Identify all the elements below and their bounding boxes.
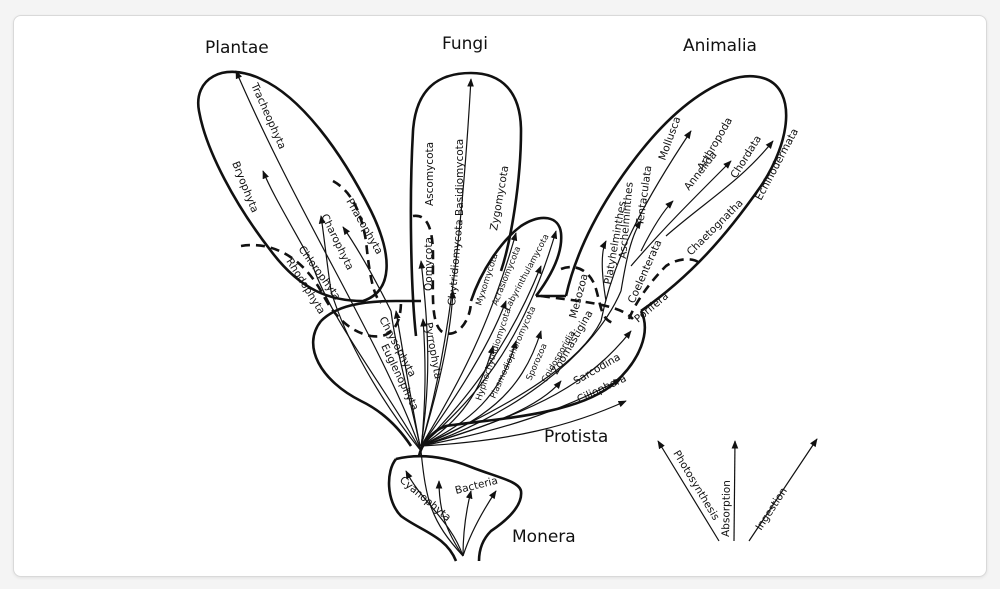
monera-label: Monera <box>512 527 576 547</box>
photosynthesis-label: Photosynthesis <box>670 448 721 522</box>
photosynthesis-arrow <box>657 440 720 542</box>
ascomycota-label: Ascomycota <box>424 142 436 206</box>
fungi-dashed-boundary <box>412 214 473 335</box>
protista-label: Protista <box>544 427 608 447</box>
animalia-label: Animalia <box>683 36 757 56</box>
fungi-label: Fungi <box>442 34 488 54</box>
protista-outline <box>311 294 646 457</box>
tentaculata-label: Tentaculata <box>634 165 654 228</box>
plantae-outline <box>196 70 388 303</box>
five-kingdom-diagram: Plantae Fungi Animalia Protista Monera T… <box>196 34 818 562</box>
bryophyta-label: Bryophyta <box>229 160 260 215</box>
diagram-card: Plantae Fungi Animalia Protista Monera T… <box>13 15 987 577</box>
fungi-sub-outline <box>469 216 563 302</box>
animalia-dashed-porifera <box>627 257 701 320</box>
oomycota-label: Oomycota <box>423 237 435 291</box>
protista-dashed <box>540 294 634 320</box>
chaetognatha-label: Chaetognatha <box>685 197 746 258</box>
ingestion-label: Ingestion <box>753 485 789 532</box>
animalia-outline <box>564 74 788 313</box>
absorption-label: Absorption <box>720 480 733 537</box>
bacteria-label: Bacteria <box>454 475 499 497</box>
fungi-outline <box>409 71 523 337</box>
ingestion-arrow <box>748 438 818 542</box>
zygomycota-label: Zygomycota <box>488 165 511 232</box>
animalia-dashed-mesozoa <box>560 265 614 325</box>
branch-lines <box>235 70 774 557</box>
nutrition-modes: Photosynthesis Absorption Ingestion <box>657 438 818 542</box>
plantae-inner-dashed <box>332 179 382 304</box>
plantae-label: Plantae <box>205 38 269 58</box>
mollusca-label: Mollusca <box>657 115 684 162</box>
chytridiomycota-label: Chytridiomycota <box>446 219 466 306</box>
basidiomycota-label: Basidiomycota <box>454 139 466 216</box>
absorption-arrow <box>731 440 739 542</box>
monera-outline <box>387 454 523 562</box>
